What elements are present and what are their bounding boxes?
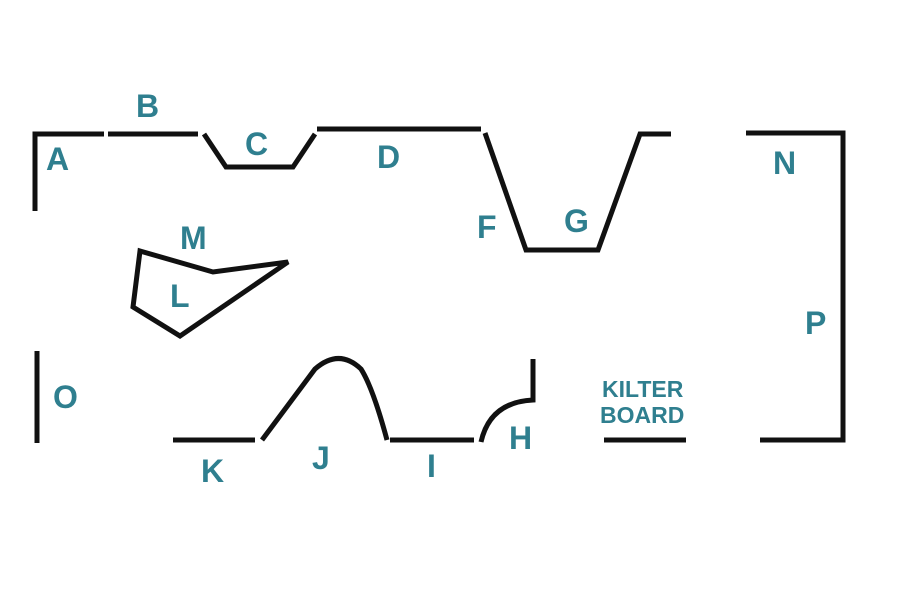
label-g: G <box>564 203 589 239</box>
label-j: J <box>312 440 330 476</box>
label-m: M <box>180 220 207 256</box>
label-n: N <box>773 145 796 181</box>
label-l: L <box>170 278 190 314</box>
wall-l-m <box>130 247 290 339</box>
wall-j <box>259 356 390 442</box>
wall-f-g <box>482 131 671 253</box>
label-i: I <box>427 448 436 484</box>
wall-h <box>478 359 536 443</box>
wall-labels: A B C D F G M L N P O K J I H KILTER BOA… <box>46 88 826 489</box>
label-h: H <box>509 420 532 456</box>
label-k: K <box>201 453 224 489</box>
label-d: D <box>377 139 400 175</box>
label-b: B <box>136 88 159 124</box>
wall-n-p <box>746 130 846 443</box>
walls <box>32 126 846 443</box>
label-board: BOARD <box>600 402 684 428</box>
wall-c <box>201 132 318 170</box>
label-c: C <box>245 126 268 162</box>
wall-a <box>32 131 104 211</box>
label-a: A <box>46 141 69 177</box>
label-p: P <box>805 305 826 341</box>
label-o: O <box>53 379 78 415</box>
label-f: F <box>477 209 497 245</box>
label-kilter: KILTER <box>602 376 684 402</box>
